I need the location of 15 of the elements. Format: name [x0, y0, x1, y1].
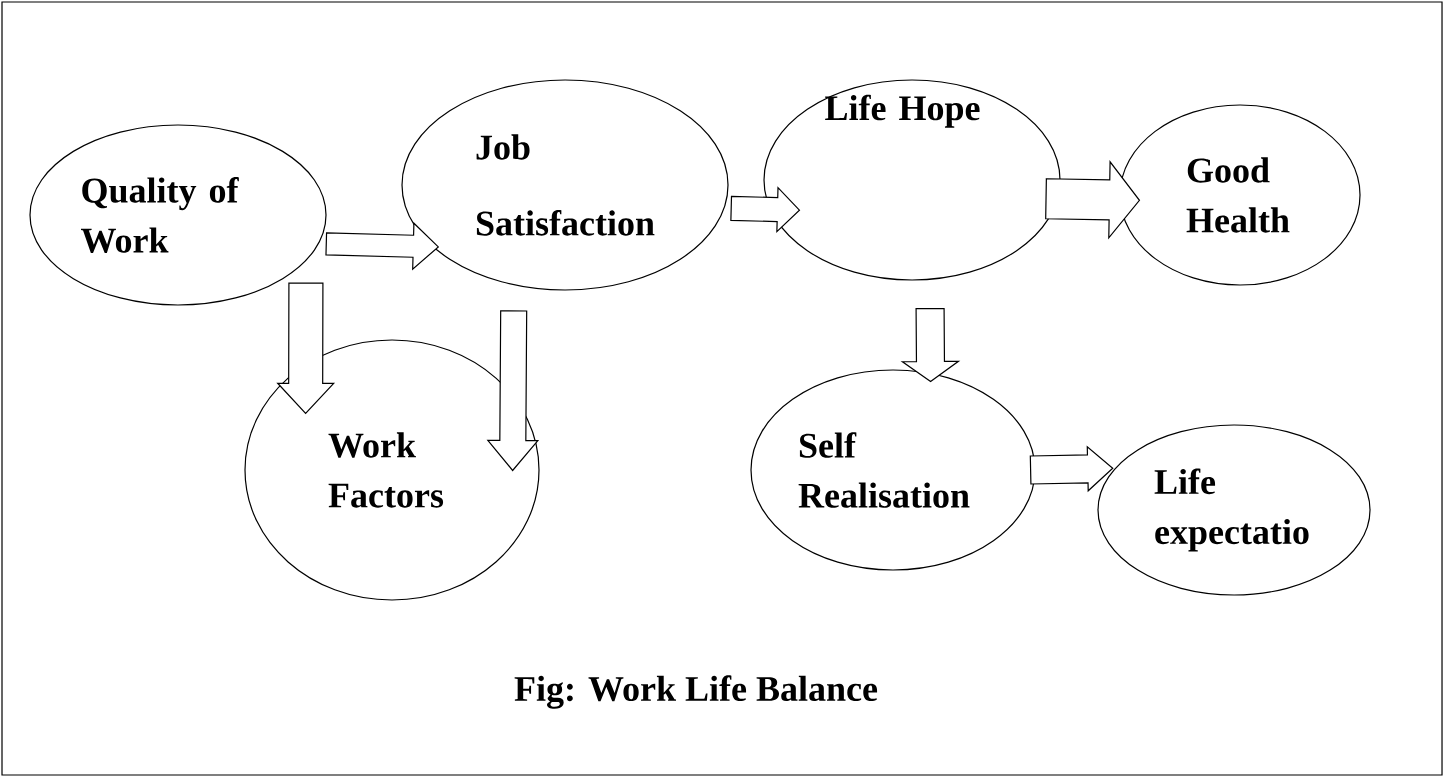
block-arrow — [730, 186, 801, 234]
ellipse-node: Life Hope — [763, 79, 1061, 281]
ellipse-node: Self Realisation — [750, 369, 1036, 571]
block-arrow — [276, 282, 336, 415]
block-arrow — [486, 310, 540, 472]
ellipse-node: Work Factors — [244, 339, 540, 601]
ellipse-node: Life expectatio — [1097, 424, 1371, 596]
ellipse-node: Quality of Work — [29, 124, 327, 306]
block-arrow — [325, 221, 440, 271]
ellipse-node: Good Health — [1119, 104, 1361, 286]
block-arrow — [1045, 160, 1141, 240]
block-arrow — [1029, 445, 1114, 493]
ellipse-node: Job Satisfaction — [401, 79, 729, 291]
caption: Fig: Work Life Balance — [514, 675, 878, 709]
block-arrow — [900, 307, 961, 383]
